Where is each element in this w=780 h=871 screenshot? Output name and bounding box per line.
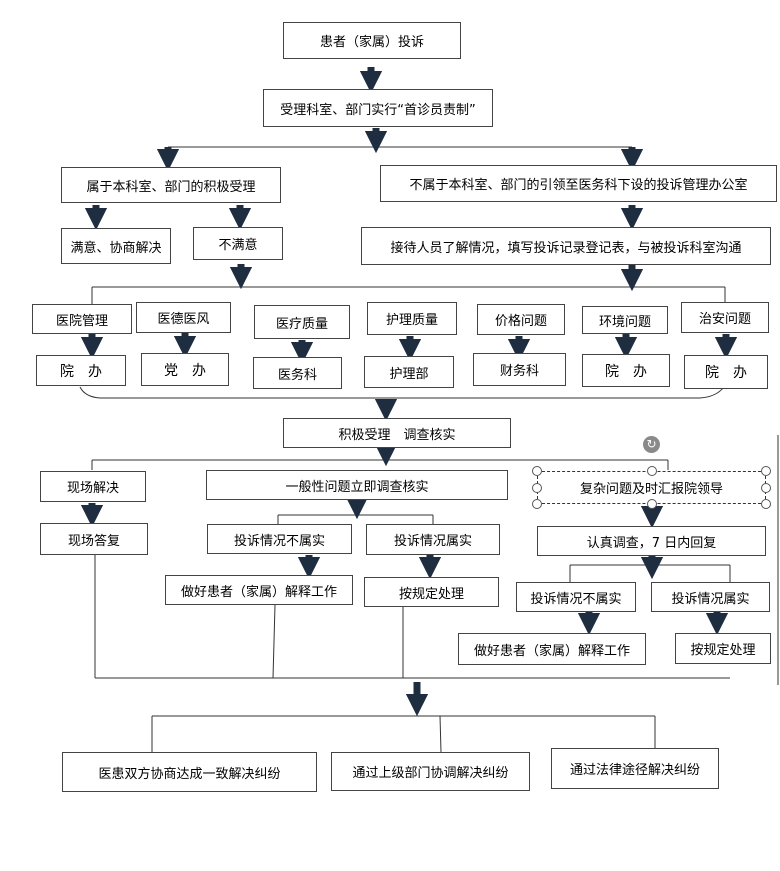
department-label: 院 办 — [605, 363, 647, 380]
resize-handle[interactable] — [647, 466, 657, 476]
resize-handle[interactable] — [647, 499, 657, 509]
complaint-box: 患者（家属）投诉 — [283, 22, 461, 59]
complex-issue-label: 复杂问题及时汇报院领导 — [579, 482, 723, 497]
onsite-resolve-label: 现场解决 — [66, 481, 119, 496]
general-issue-label: 一般性问题立即调查核实 — [285, 479, 429, 495]
category-box: 护理质量 — [367, 302, 457, 335]
category-box: 价格问题 — [477, 304, 565, 335]
reception-box: 接待人员了解情况，填写投诉记录登记表，与被投诉科室沟通 — [361, 227, 771, 265]
category-label: 医德医风 — [157, 312, 210, 327]
department-box: 院 办 — [36, 355, 126, 386]
rotate-handle-icon[interactable]: ↻ — [643, 436, 660, 453]
outcome-legal-label: 通过法律途径解决纠纷 — [569, 763, 700, 778]
department-label: 医务科 — [277, 367, 317, 383]
department-label: 院 办 — [60, 363, 102, 380]
complex-not-true-label: 投诉情况不属实 — [530, 591, 622, 607]
general-true-label: 投诉情况属实 — [393, 534, 472, 549]
category-label: 治安问题 — [698, 312, 751, 327]
category-box: 环境问题 — [582, 306, 668, 334]
complex-true-label: 投诉情况属实 — [671, 591, 750, 607]
belongs-dept-label: 属于本科室、部门的积极受理 — [86, 179, 256, 195]
serious-investigation-label: 认真调查，7 日内回复 — [586, 535, 717, 551]
first-responsible-label: 受理科室、部门实行“首诊员责制” — [280, 102, 476, 118]
outcome-superior-box: 通过上级部门协调解决纠纷 — [331, 752, 530, 791]
investigate-label: 积极受理 调查核实 — [338, 427, 456, 443]
complex-handle-label: 按规定处理 — [690, 643, 756, 658]
general-true-box: 投诉情况属实 — [366, 524, 500, 555]
not-belongs-dept-box: 不属于本科室、部门的引领至医务科下设的投诉管理办公室 — [380, 165, 777, 202]
not-satisfied-label: 不满意 — [218, 238, 258, 253]
outcome-negotiation-label: 医患双方协商达成一致解决纠纷 — [98, 766, 281, 782]
complex-handle-box: 按规定处理 — [675, 633, 771, 664]
department-box: 护理部 — [364, 356, 454, 388]
general-handle-label: 按规定处理 — [398, 586, 464, 602]
general-issue-box: 一般性问题立即调查核实 — [206, 470, 508, 500]
category-label: 护理质量 — [385, 313, 438, 328]
department-box: 医务科 — [253, 357, 342, 389]
general-not-true-label: 投诉情况不属实 — [233, 533, 325, 549]
general-not-true-box: 投诉情况不属实 — [207, 524, 352, 554]
outcome-legal-box: 通过法律途径解决纠纷 — [551, 748, 719, 789]
onsite-reply-box: 现场答复 — [40, 523, 148, 555]
complex-explain-label: 做好患者（家属）解释工作 — [473, 643, 630, 659]
department-box: 院 办 — [684, 355, 768, 389]
resize-handle[interactable] — [761, 466, 771, 476]
first-responsible-box: 受理科室、部门实行“首诊员责制” — [263, 89, 493, 127]
resize-handle[interactable] — [532, 466, 542, 476]
category-box: 医院管理 — [32, 304, 132, 334]
complex-true-box: 投诉情况属实 — [651, 582, 770, 612]
general-explain-box: 做好患者（家属）解释工作 — [165, 575, 353, 605]
satisfied-label: 满意、协商解决 — [70, 240, 162, 256]
department-box: 财务科 — [473, 353, 566, 386]
complex-issue-box[interactable]: 复杂问题及时汇报院领导 — [537, 471, 766, 504]
reception-label: 接待人员了解情况，填写投诉记录登记表，与被投诉科室沟通 — [390, 240, 742, 256]
general-handle-box: 按规定处理 — [364, 577, 499, 607]
department-box: 院 办 — [582, 354, 670, 387]
satisfied-box: 满意、协商解决 — [61, 228, 171, 264]
complex-not-true-box: 投诉情况不属实 — [516, 582, 636, 612]
onsite-resolve-box: 现场解决 — [40, 471, 146, 502]
category-label: 医院管理 — [55, 313, 108, 329]
general-explain-label: 做好患者（家属）解释工作 — [180, 584, 337, 600]
department-label: 党 办 — [164, 362, 206, 379]
outcome-negotiation-box: 医患双方协商达成一致解决纠纷 — [62, 752, 317, 792]
investigate-box: 积极受理 调查核实 — [283, 418, 511, 448]
complaint-label: 患者（家属）投诉 — [319, 35, 424, 50]
department-label: 护理部 — [389, 366, 429, 382]
department-label: 财务科 — [499, 364, 539, 379]
category-box: 医疗质量 — [254, 305, 350, 339]
resize-handle[interactable] — [761, 483, 771, 493]
outcome-superior-label: 通过上级部门协调解决纠纷 — [352, 766, 509, 781]
not-belongs-dept-label: 不属于本科室、部门的引领至医务科下设的投诉管理办公室 — [409, 178, 748, 193]
category-label: 环境问题 — [598, 314, 651, 330]
serious-investigation-box: 认真调查，7 日内回复 — [537, 526, 766, 556]
not-satisfied-box: 不满意 — [193, 227, 283, 260]
complex-explain-box: 做好患者（家属）解释工作 — [458, 633, 646, 665]
department-label: 院 办 — [705, 365, 747, 381]
resize-handle[interactable] — [761, 499, 771, 509]
resize-handle[interactable] — [532, 499, 542, 509]
category-label: 医疗质量 — [275, 316, 328, 332]
resize-handle[interactable] — [532, 483, 542, 493]
category-box: 医德医风 — [136, 302, 231, 333]
onsite-reply-label: 现场答复 — [67, 533, 120, 549]
department-box: 党 办 — [141, 353, 229, 386]
category-box: 治安问题 — [681, 302, 769, 333]
category-label: 价格问题 — [494, 314, 547, 329]
belongs-dept-box: 属于本科室、部门的积极受理 — [61, 167, 281, 203]
